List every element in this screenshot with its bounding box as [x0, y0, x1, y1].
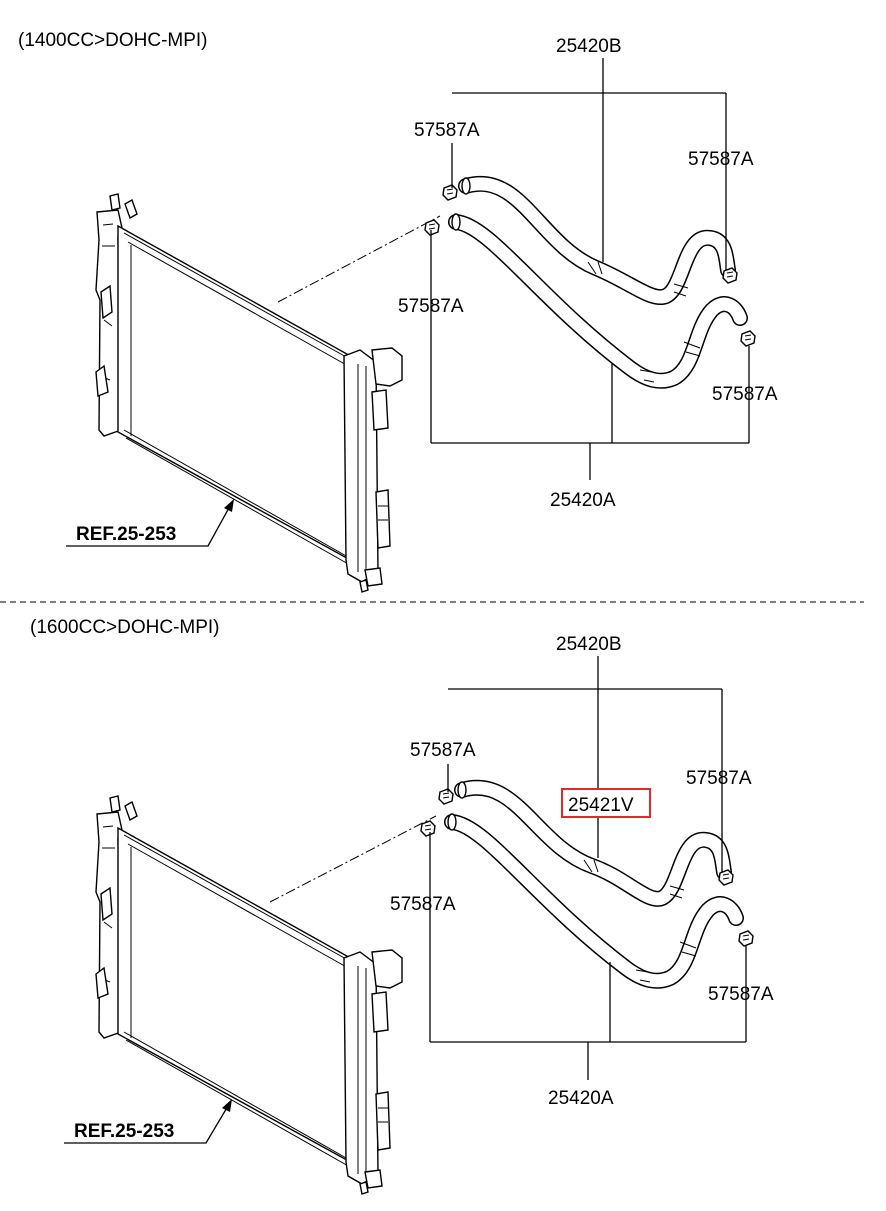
engine-label: (1400CC>DOHC-MPI)	[18, 30, 208, 51]
label-25420b: 25420B	[556, 634, 622, 655]
clamp-icon	[718, 869, 734, 886]
section-1400cc: (1400CC>DOHC-MPI) 25420B 5758	[18, 30, 778, 593]
centre-line	[269, 815, 437, 903]
highlight-25421v[interactable]: 25421V	[561, 788, 651, 818]
upper-hose	[454, 779, 732, 907]
lower-hose	[444, 813, 744, 989]
label-57587a: 57587A	[708, 984, 774, 1005]
clamp-icon	[442, 184, 458, 201]
label-25421v[interactable]: 25421V	[568, 795, 634, 816]
clamp-icon	[424, 219, 440, 236]
ref-callout: REF.25-253	[64, 1099, 232, 1144]
label-57587a: 57587A	[414, 120, 480, 141]
label-57587a: 57587A	[712, 384, 778, 405]
lower-hose	[448, 213, 748, 389]
leader-lines	[430, 58, 750, 480]
label-25420a: 25420A	[550, 490, 616, 511]
label-57587a: 57587A	[390, 894, 456, 915]
clamp-icon	[722, 267, 738, 284]
section-1600cc: (1600CC>DOHC-MPI) 25421V	[30, 617, 774, 1195]
label-25420a: 25420A	[548, 1088, 614, 1109]
label-25420b: 25420B	[556, 36, 622, 57]
clamp-icon	[438, 788, 454, 805]
label-57587a: 57587A	[688, 149, 754, 170]
arrow-icon	[222, 1099, 232, 1112]
upper-hose	[458, 175, 736, 306]
engine-label: (1600CC>DOHC-MPI)	[30, 617, 220, 638]
arrow-icon	[224, 499, 234, 512]
clamp-icon	[738, 930, 754, 947]
centre-line	[277, 215, 441, 303]
ref-label: REF.25-253	[74, 1121, 174, 1142]
ref-callout: REF.25-253	[66, 499, 234, 547]
clamp-icon	[740, 330, 756, 347]
ref-label: REF.25-253	[76, 524, 176, 545]
leader-lines	[429, 656, 747, 1080]
label-57587a: 57587A	[410, 740, 476, 761]
label-57587a: 57587A	[686, 768, 752, 789]
label-57587a: 57587A	[398, 296, 464, 317]
clamp-icon	[420, 820, 436, 837]
